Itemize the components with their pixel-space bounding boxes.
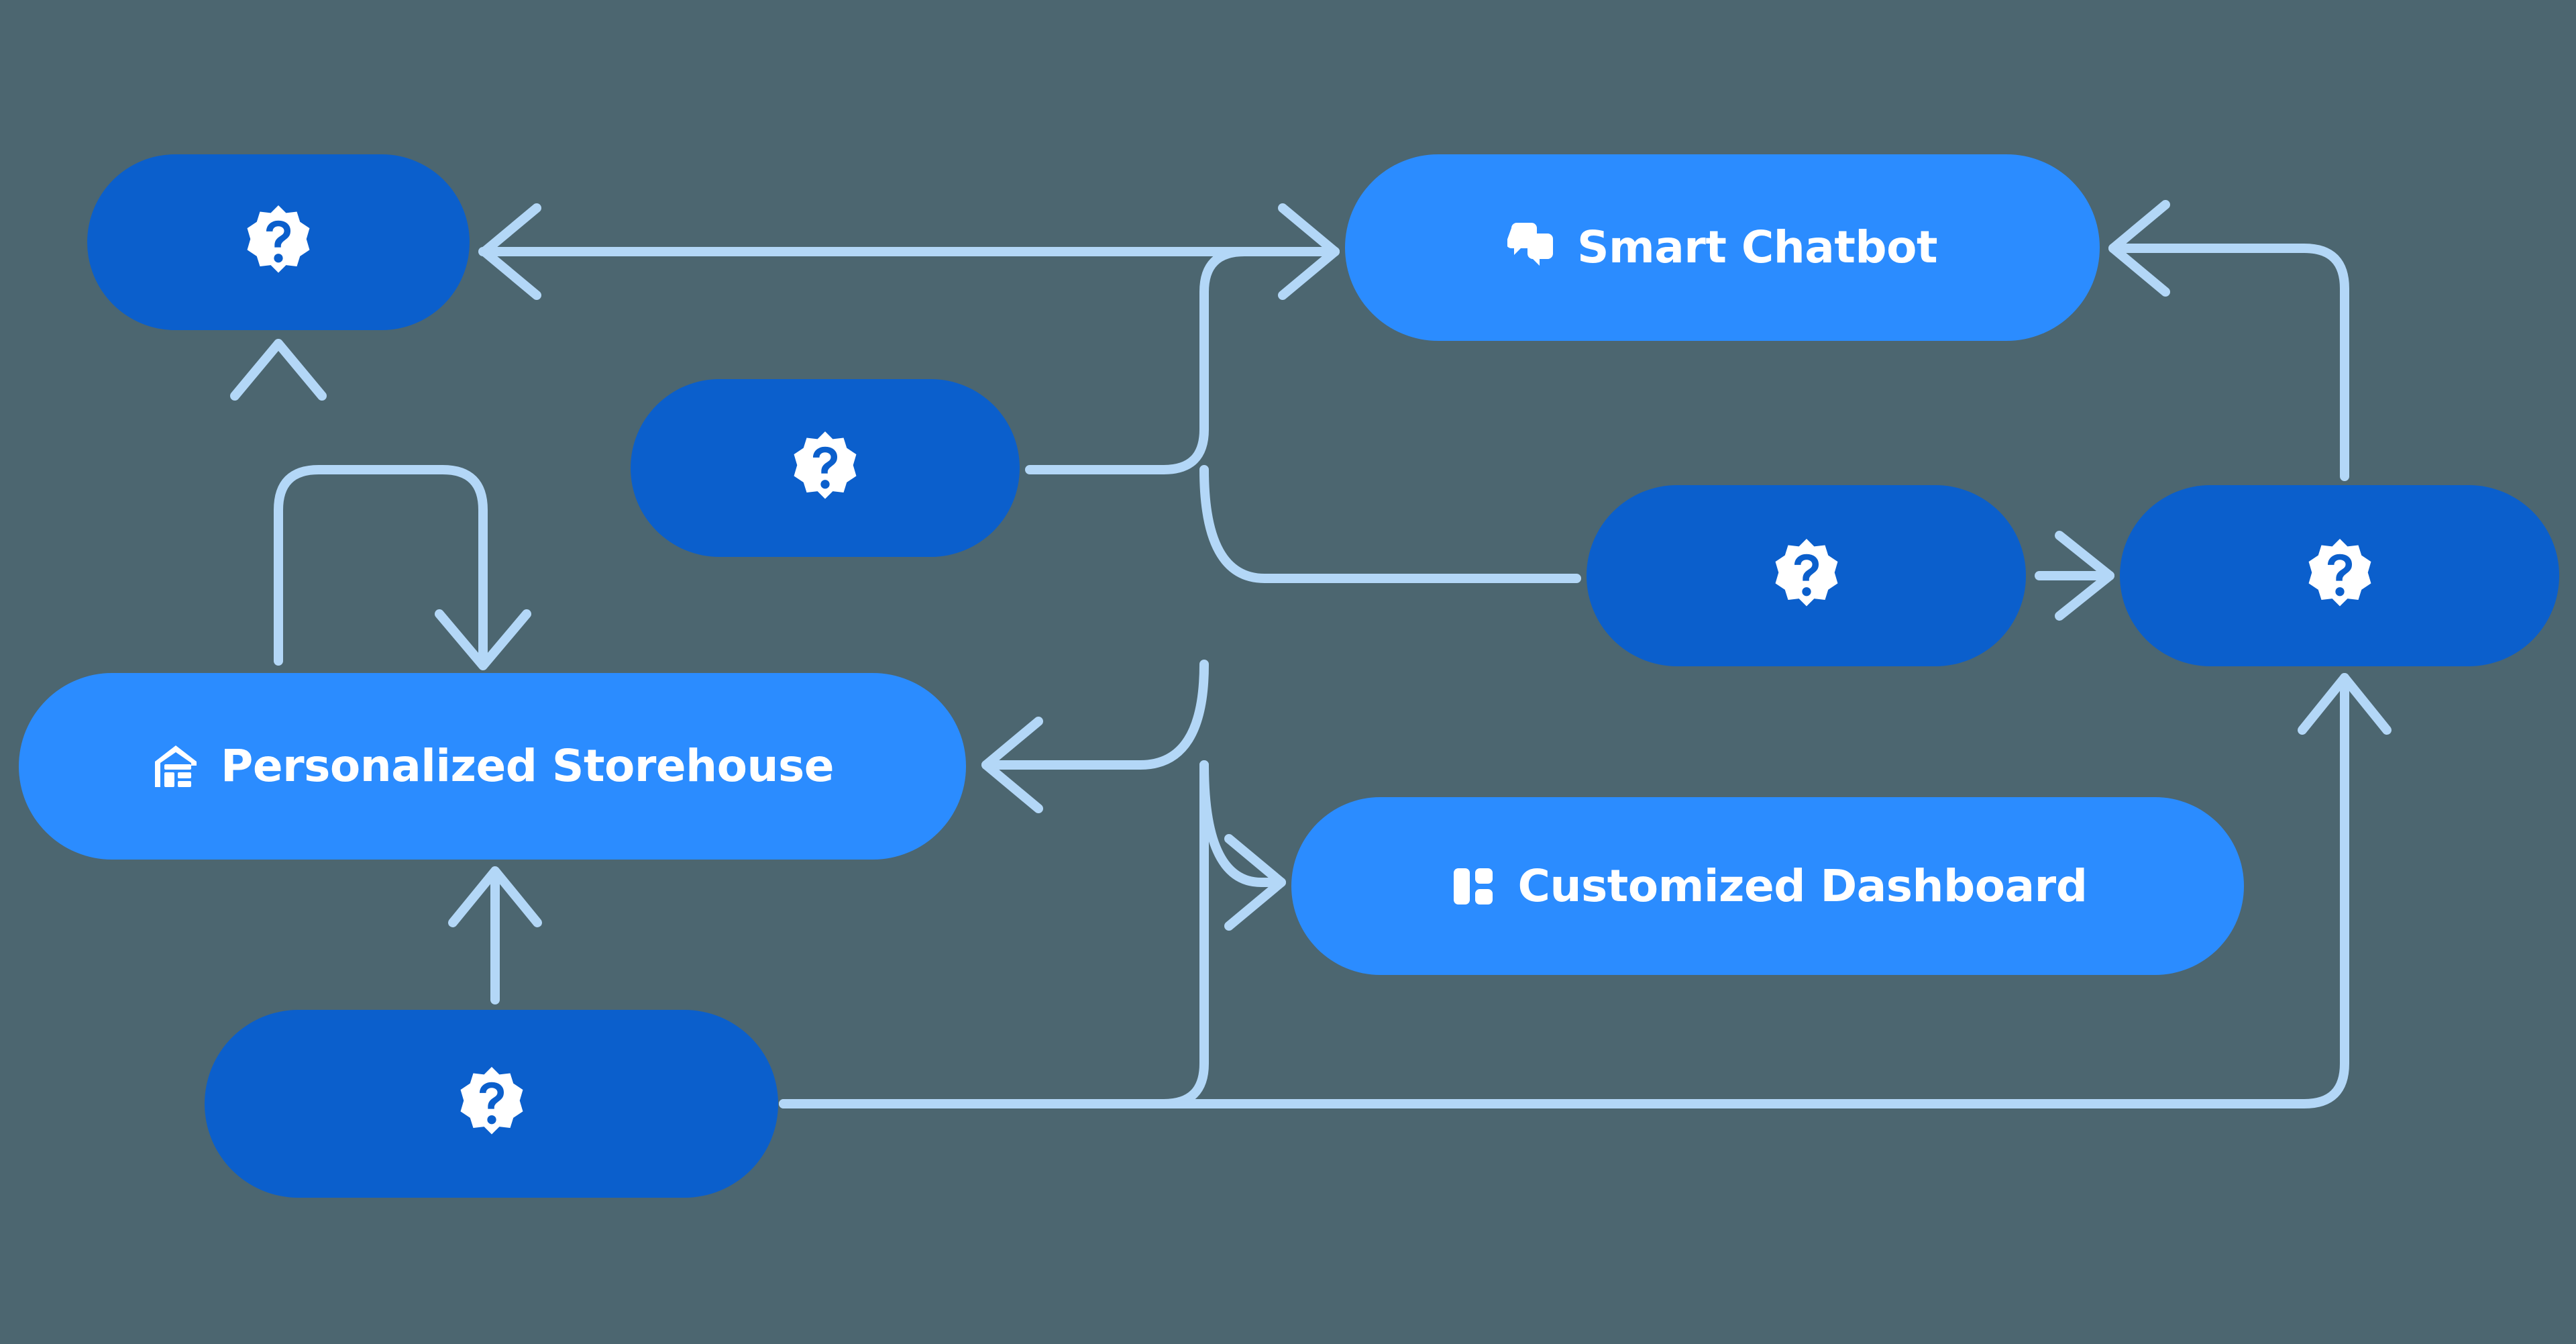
edge-bottomleft-to-farright (779, 673, 2392, 1108)
node-top-left[interactable] (87, 154, 470, 330)
edge-topleft-to-storehouse (398, 465, 531, 670)
question-badge-icon (246, 205, 311, 279)
chat-bubbles-icon (1507, 223, 1557, 272)
dashboard-grid-icon (1448, 862, 1498, 911)
node-middle[interactable] (631, 379, 1020, 557)
edge-trunk-to-midright (1199, 465, 1581, 583)
edge-chatbot-to-topleft (478, 203, 1340, 300)
edge-trunk-to-dashboard (1199, 760, 1286, 931)
node-customized-dashboard[interactable]: Customized Dashboard (1291, 797, 2244, 975)
question-badge-icon (793, 431, 857, 505)
question-badge-icon (2308, 539, 2372, 613)
edge-midright-to-farright (2035, 531, 2114, 621)
question-badge-icon (1774, 539, 1839, 613)
edge-trunk-to-storehouse (981, 660, 1209, 813)
edge-storehouse-to-topleft (230, 339, 407, 666)
node-far-right[interactable] (2120, 485, 2559, 666)
node-smart-chatbot[interactable]: Smart Chatbot (1345, 154, 2100, 341)
question-badge-icon (460, 1067, 524, 1141)
node-personalized-storehouse[interactable]: Personalized Storehouse (19, 673, 966, 860)
edge-bottomleft-to-storehouse (448, 866, 542, 1004)
node-label: Customized Dashboard (1517, 860, 2088, 912)
node-label: Personalized Storehouse (220, 740, 835, 792)
node-label: Smart Chatbot (1576, 221, 1938, 273)
edge-middle-to-chatbot (1025, 203, 1340, 474)
edge-farright-to-chatbot (2108, 200, 2349, 481)
edge-trunk-vertical (779, 760, 1209, 1108)
node-mid-right[interactable] (1587, 485, 2026, 666)
node-bottom-left[interactable] (205, 1010, 778, 1198)
warehouse-icon (151, 741, 201, 791)
